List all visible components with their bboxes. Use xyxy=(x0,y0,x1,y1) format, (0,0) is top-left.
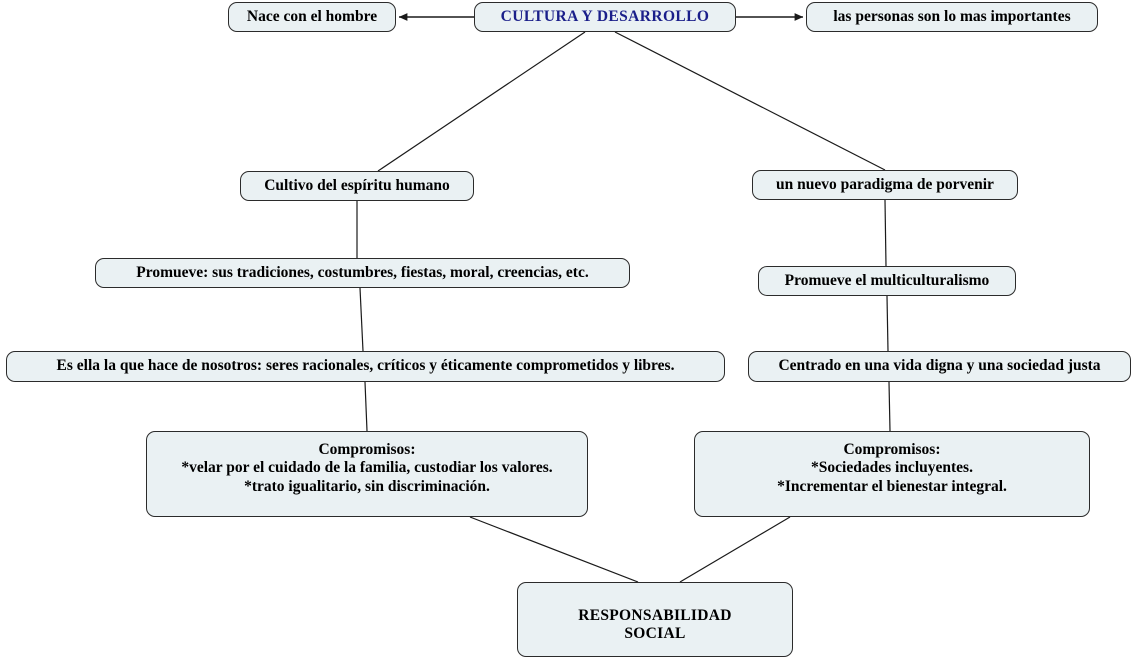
node-label: Compromisos: *velar por el cuidado de la… xyxy=(181,441,553,495)
node-label: un nuevo paradigma de porvenir xyxy=(776,175,994,193)
node-label: Nace con el hombre xyxy=(246,7,378,25)
line-paradigma-to-multiculturalismo xyxy=(884,199,887,267)
node-las-personas-son-lo-mas-importantes[interactable]: las personas son lo mas importantes xyxy=(806,2,1098,32)
node-label: Promueve el multiculturalismo xyxy=(784,271,990,289)
node-label: Promueve: sus tradiciones, costumbres, f… xyxy=(136,263,589,281)
node-label: RESPONSABILIDAD SOCIAL xyxy=(578,607,732,643)
node-responsabilidad-social[interactable]: RESPONSABILIDAD SOCIAL xyxy=(517,582,793,657)
line-centrado-to-compromisos-der xyxy=(888,381,891,432)
node-centrado-en-una-vida-digna[interactable]: Centrado en una vida digna y una socieda… xyxy=(748,351,1131,382)
node-compromisos-derecha[interactable]: Compromisos: *Sociedades incluyentes. *I… xyxy=(694,431,1090,517)
node-label: Es ella la que hace de nosotros: seres r… xyxy=(56,357,675,375)
node-label: Cultivo del espíritu humano xyxy=(264,176,450,194)
line-cultura-to-paradigma xyxy=(614,31,886,171)
line-promueve-to-esella xyxy=(359,287,364,352)
line-multiculturalismo-to-centrado xyxy=(886,295,889,352)
line-esella-to-compromisos-izq xyxy=(364,381,368,432)
node-label: Compromisos: *Sociedades incluyentes. *I… xyxy=(777,441,1007,495)
node-un-nuevo-paradigma-de-porvenir[interactable]: un nuevo paradigma de porvenir xyxy=(752,170,1018,200)
line-compromisos-izq-to-responsabilidad xyxy=(469,516,639,583)
node-promueve-el-multiculturalismo[interactable]: Promueve el multiculturalismo xyxy=(758,266,1016,296)
node-compromisos-izquierda[interactable]: Compromisos: *velar por el cuidado de la… xyxy=(146,431,588,517)
node-label: CULTURA Y DESARROLLO xyxy=(500,7,710,25)
node-nace-con-el-hombre[interactable]: Nace con el hombre xyxy=(228,2,396,32)
node-cultura-y-desarrollo[interactable]: CULTURA Y DESARROLLO xyxy=(474,2,736,32)
node-label: las personas son lo mas importantes xyxy=(833,7,1071,25)
node-es-ella-la-que-hace-de-nosotros[interactable]: Es ella la que hace de nosotros: seres r… xyxy=(6,351,725,382)
line-cultura-to-cultivo xyxy=(377,31,586,172)
node-label: Centrado en una vida digna y una socieda… xyxy=(778,357,1101,375)
node-cultivo-del-espiritu-humano[interactable]: Cultivo del espíritu humano xyxy=(240,171,474,201)
node-promueve-tradiciones[interactable]: Promueve: sus tradiciones, costumbres, f… xyxy=(95,258,630,288)
line-compromisos-der-to-responsabilidad xyxy=(679,516,791,583)
